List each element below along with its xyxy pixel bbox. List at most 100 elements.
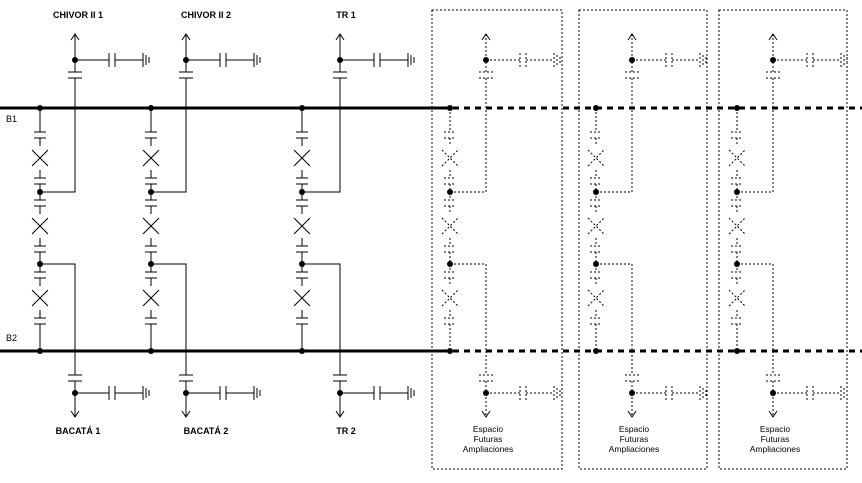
junction-dot (37, 348, 43, 354)
future-bay-box (578, 9, 708, 470)
junction-dot (734, 348, 740, 354)
breaker-x (142, 289, 160, 307)
feeder-wire-bottom (151, 263, 187, 351)
arrow-down-icon (335, 410, 345, 418)
junction-dot (37, 105, 43, 111)
breaker-stroke (441, 289, 459, 307)
arrow-up-icon (335, 33, 345, 41)
junction-dot (148, 105, 154, 111)
junction-dot (148, 348, 154, 354)
breaker-stroke (441, 149, 459, 167)
junction-dot (593, 348, 599, 354)
future-bay-label: Espacio (473, 424, 504, 434)
bay-top-label: CHIVOR II 2 (181, 10, 231, 20)
breaker-x (293, 289, 311, 307)
breaker-stroke (587, 289, 605, 307)
arrow-down-icon (768, 410, 778, 418)
breaker-x (31, 289, 49, 307)
breaker-stroke (441, 289, 459, 307)
arrow-down-icon (627, 410, 637, 418)
feeder-wire-bottom (40, 263, 76, 351)
breaker-stroke (293, 289, 311, 307)
breaker-x (441, 217, 459, 235)
feeder-wire-bottom (302, 263, 341, 351)
breaker-x (142, 217, 160, 235)
breaker-x (728, 289, 746, 307)
breaker-stroke (728, 289, 746, 307)
future-bay-label: Futuras (474, 434, 503, 444)
junction-dot (299, 348, 305, 354)
future-bay-label: Ampliaciones (609, 444, 660, 454)
feeder-wire-bottom (596, 263, 633, 351)
breaker-stroke (587, 217, 605, 235)
breaker-x (293, 149, 311, 167)
breaker-stroke (587, 149, 605, 167)
future-bay-label: Futuras (620, 434, 649, 444)
arrow-down-icon (181, 410, 191, 418)
future-bay-label: Espacio (619, 424, 650, 434)
future-bay-label: Ampliaciones (750, 444, 801, 454)
breaker-x (31, 217, 49, 235)
breaker-x (31, 149, 49, 167)
breaker-x (441, 149, 459, 167)
future-bay-label: Espacio (760, 424, 791, 434)
bay-bottom-label: BACATÁ 1 (56, 426, 101, 436)
arrow-down-icon (481, 410, 491, 418)
arrow-up-icon (181, 33, 191, 41)
junction-dot (447, 348, 453, 354)
breaker-stroke (728, 217, 746, 235)
junction-dot (447, 105, 453, 111)
arrow-up-icon (70, 33, 80, 41)
bay-bottom-label: TR 2 (336, 426, 356, 436)
breaker-stroke (728, 289, 746, 307)
junction-dot (593, 105, 599, 111)
breaker-stroke (728, 217, 746, 235)
breaker-stroke (142, 149, 160, 167)
breaker-stroke (31, 217, 49, 235)
breaker-stroke (587, 217, 605, 235)
breaker-x (441, 289, 459, 307)
breaker-stroke (142, 217, 160, 235)
breaker-stroke (31, 149, 49, 167)
breaker-x (142, 149, 160, 167)
breaker-x (587, 289, 605, 307)
breaker-x (728, 149, 746, 167)
bay-top-label: TR 1 (336, 10, 356, 20)
future-bay-box (431, 9, 563, 470)
bay-bottom-label: BACATÁ 2 (184, 426, 229, 436)
arrow-up-icon (768, 33, 778, 41)
breaker-stroke (441, 149, 459, 167)
feeder-wire-top (151, 78, 187, 193)
future-bay-label: Ampliaciones (463, 444, 514, 454)
feeder-wire-top (40, 78, 76, 193)
breaker-stroke (441, 217, 459, 235)
junction-dot (734, 105, 740, 111)
breaker-stroke (293, 217, 311, 235)
arrow-up-icon (627, 33, 637, 41)
bay-top-label: CHIVOR II 1 (53, 10, 103, 20)
feeder-wire-bottom (450, 263, 487, 351)
feeder-wire-bottom (737, 263, 774, 351)
future-bay-box (718, 9, 848, 470)
future-bay-label: Futuras (761, 434, 790, 444)
breaker-x (587, 217, 605, 235)
breaker-stroke (293, 149, 311, 167)
breaker-x (587, 149, 605, 167)
breaker-x (293, 217, 311, 235)
bus-label-b2: B2 (6, 333, 17, 343)
breaker-stroke (587, 289, 605, 307)
arrow-down-icon (70, 410, 80, 418)
breaker-x (728, 217, 746, 235)
breaker-stroke (728, 149, 746, 167)
breaker-stroke (728, 149, 746, 167)
bus-label-b1: B1 (6, 114, 17, 124)
breaker-stroke (587, 149, 605, 167)
breaker-stroke (142, 289, 160, 307)
feeder-wire-top (302, 78, 341, 193)
breaker-stroke (441, 217, 459, 235)
junction-dot (299, 105, 305, 111)
feeder-wire-top (596, 78, 633, 193)
feeder-wire-top (737, 78, 774, 193)
